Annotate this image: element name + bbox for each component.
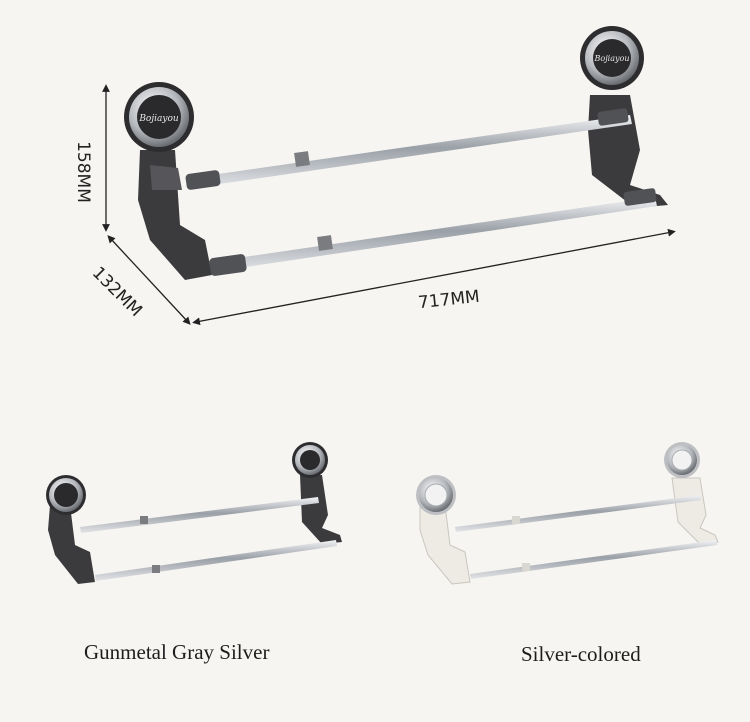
main-rack: Bojiayou Bojiayou bbox=[124, 26, 668, 280]
brand-logo-large-right: Bojiayou bbox=[594, 54, 630, 63]
dimension-lines bbox=[102, 84, 676, 326]
variant-caption-gunmetal: Gunmetal Gray Silver bbox=[84, 640, 270, 664]
gunmetal-rack bbox=[46, 442, 342, 584]
variant-caption-silver: Silver-colored bbox=[521, 642, 641, 666]
silver-rack bbox=[416, 442, 719, 585]
brand-logo-large-left: Bojiayou bbox=[138, 114, 179, 124]
height-dimension-label: 158MM bbox=[72, 141, 93, 203]
